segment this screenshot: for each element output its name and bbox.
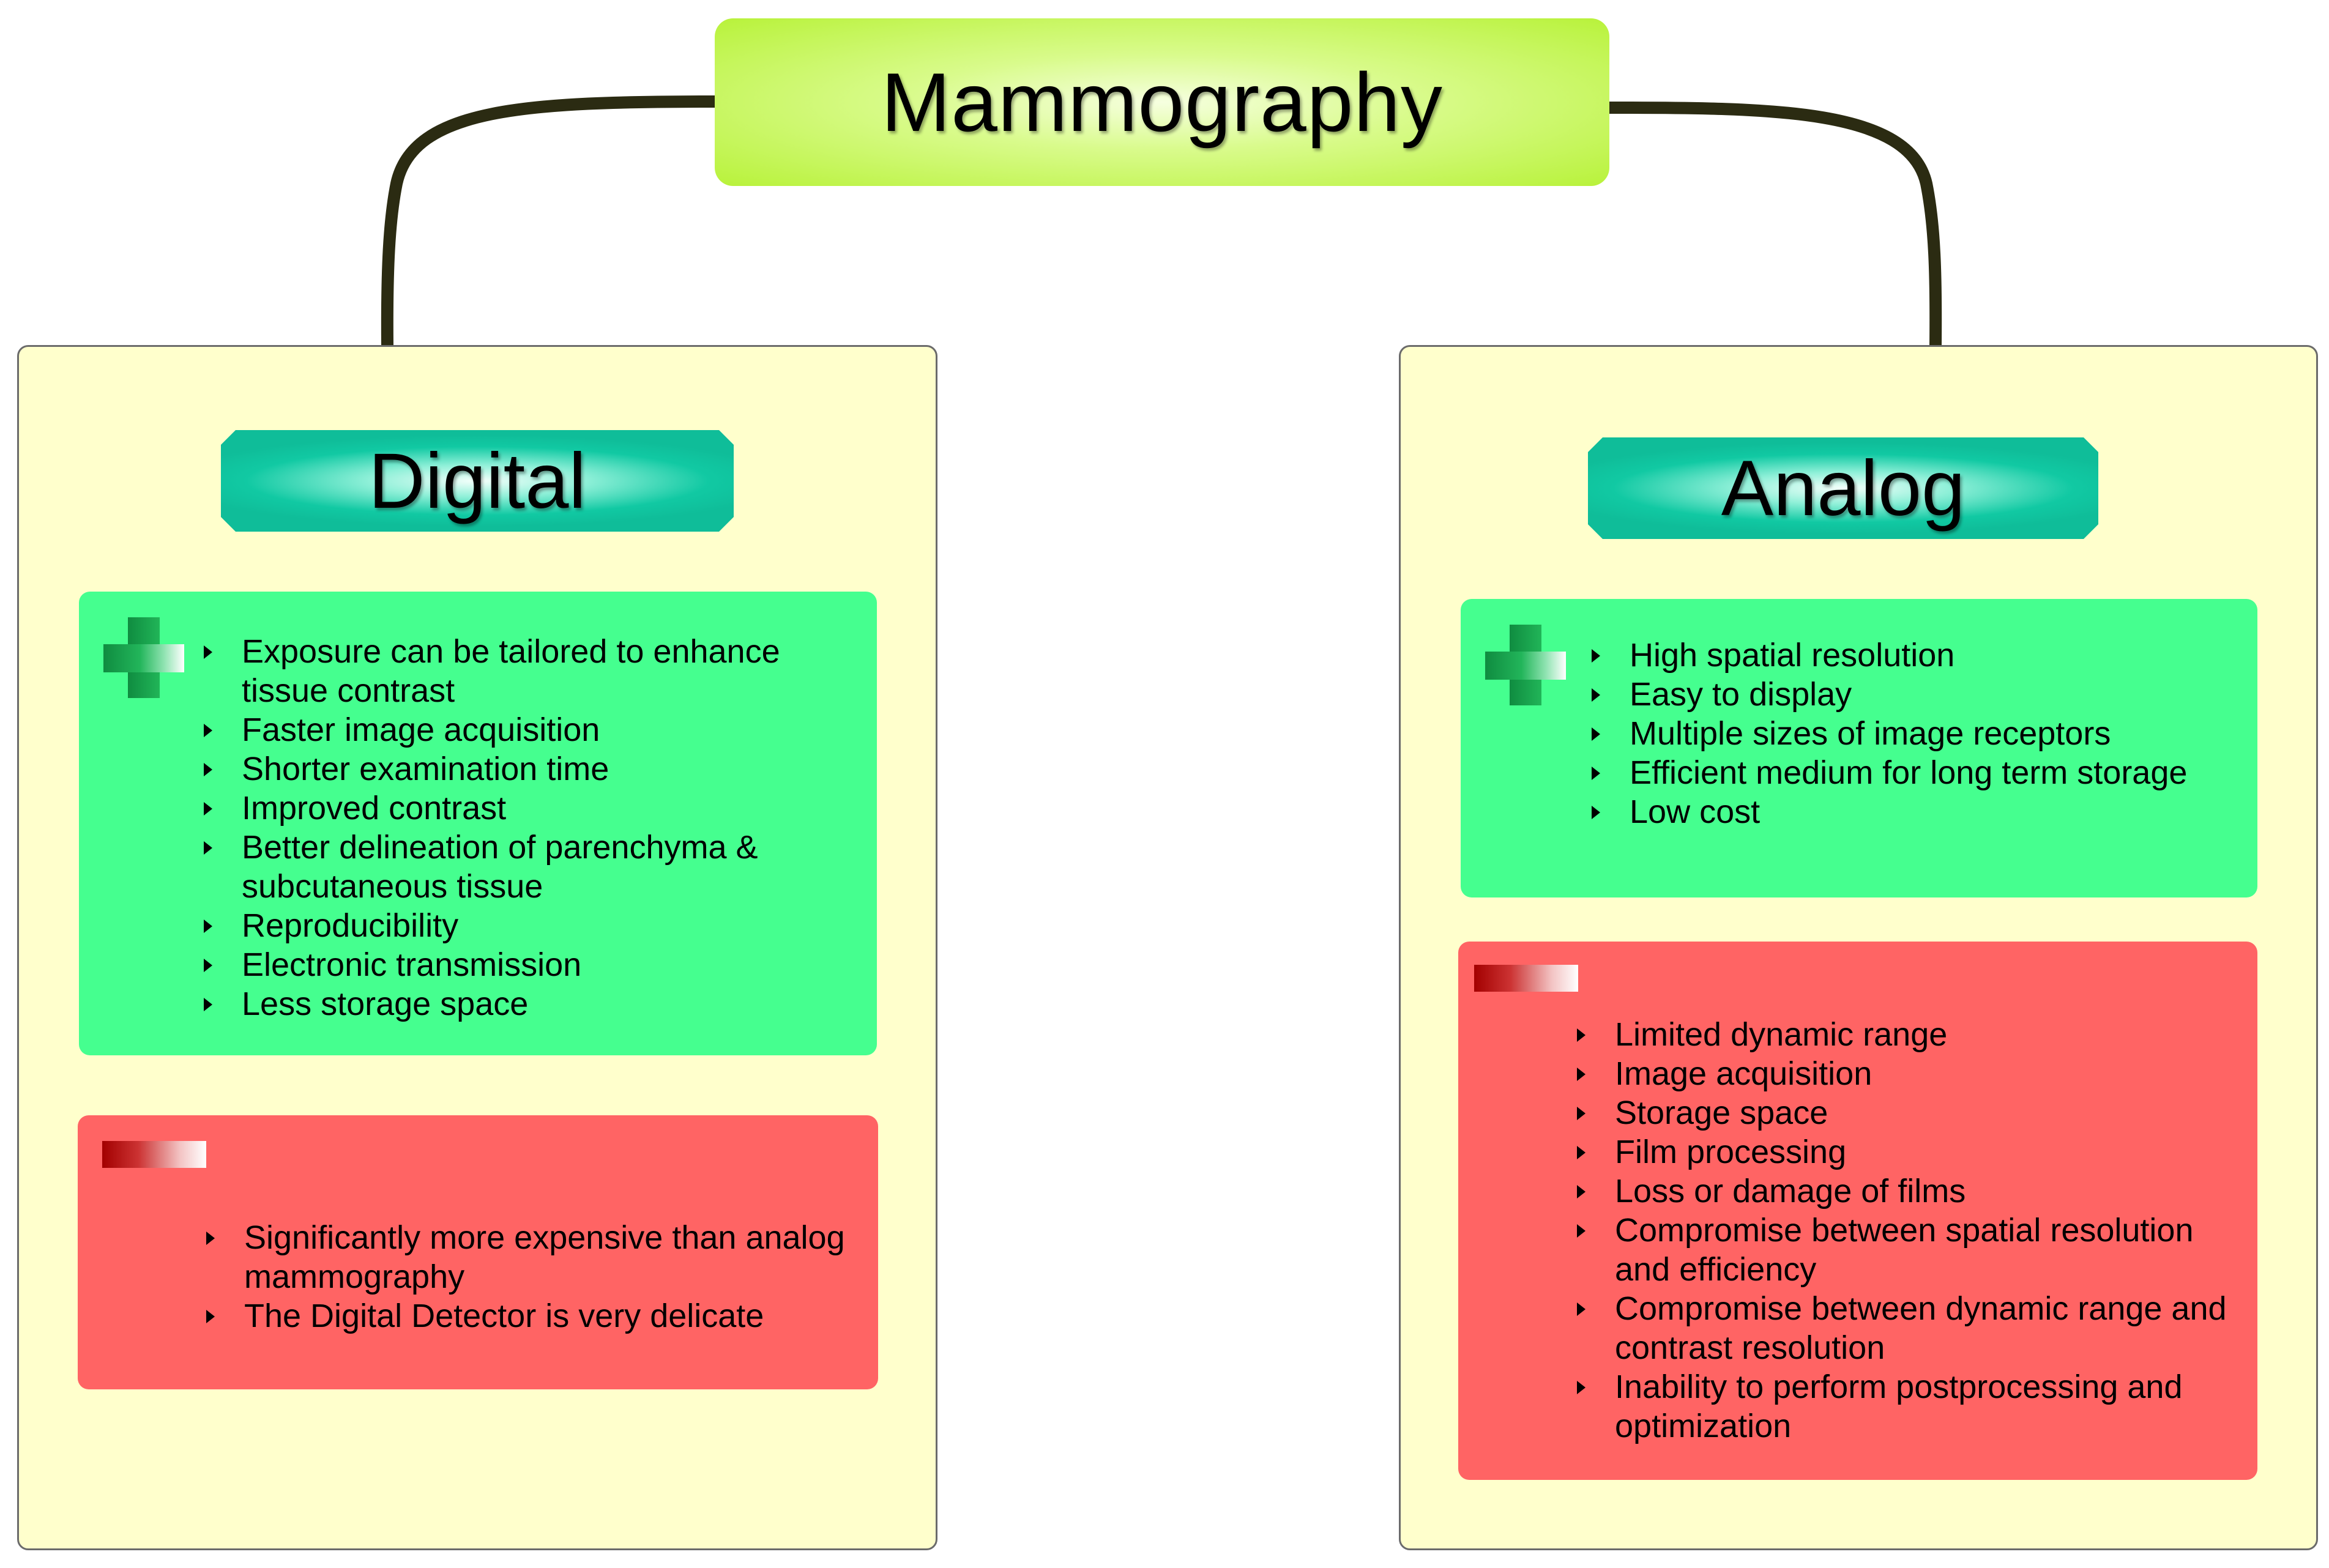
connector-digital [381,95,722,351]
analog-pros-box: High spatial resolution Easy to display … [1461,599,2257,897]
digital-cons-box: Significantly more expensive than analog… [78,1115,878,1389]
analog-panel: Analog High spatial resolution Easy to d… [1399,345,2318,1550]
list-item: Image acquisition [1577,1054,2244,1093]
list-item: Better delineation of parenchyma & subcu… [204,828,852,906]
list-item: Multiple sizes of image receptors [1592,714,2240,753]
digital-cons-list: Significantly more expensive than analog… [206,1218,855,1336]
connector-analog [1602,102,1942,351]
list-item: Efficient medium for long term storage [1592,753,2240,792]
list-item: Significantly more expensive than analog… [206,1218,855,1296]
root-node: Mammography [715,18,1609,186]
list-item: Faster image acquisition [204,710,852,749]
list-item: Electronic transmission [204,945,852,984]
root-title: Mammography [881,56,1443,149]
analog-label-text: Analog [1721,444,1966,532]
list-item: Improved contrast [204,789,852,828]
list-item: Loss or damage of films [1577,1172,2244,1211]
minus-icon [102,1141,206,1168]
digital-pros-box: Exposure can be tailored to enhance tiss… [79,592,877,1055]
analog-label: Analog [1588,437,2098,539]
digital-pros-list: Exposure can be tailored to enhance tiss… [204,632,852,1024]
list-item: Easy to display [1592,675,2240,714]
list-item: Exposure can be tailored to enhance tiss… [204,632,852,710]
list-item: Limited dynamic range [1577,1015,2244,1054]
list-item: Compromise between spatial resolution an… [1577,1211,2244,1289]
plus-icon [103,617,184,698]
analog-cons-list: Limited dynamic range Image acquisition … [1577,1015,2244,1446]
plus-icon [1485,625,1566,705]
list-item: Shorter examination time [204,749,852,789]
list-item: Storage space [1577,1093,2244,1132]
list-item: Low cost [1592,792,2240,831]
list-item: Reproducibility [204,906,852,945]
list-item: The Digital Detector is very delicate [206,1296,855,1336]
analog-pros-list: High spatial resolution Easy to display … [1592,636,2240,831]
analog-cons-box: Limited dynamic range Image acquisition … [1458,942,2257,1480]
list-item: Film processing [1577,1132,2244,1172]
list-item: High spatial resolution [1592,636,2240,675]
list-item: Inability to perform postprocessing and … [1577,1367,2244,1446]
minus-icon [1474,965,1578,992]
digital-label: Digital [221,430,734,532]
digital-panel: Digital Exposure can be tailored to enha… [17,345,937,1550]
list-item: Less storage space [204,984,852,1024]
list-item: Compromise between dynamic range and con… [1577,1289,2244,1367]
digital-label-text: Digital [368,437,586,525]
